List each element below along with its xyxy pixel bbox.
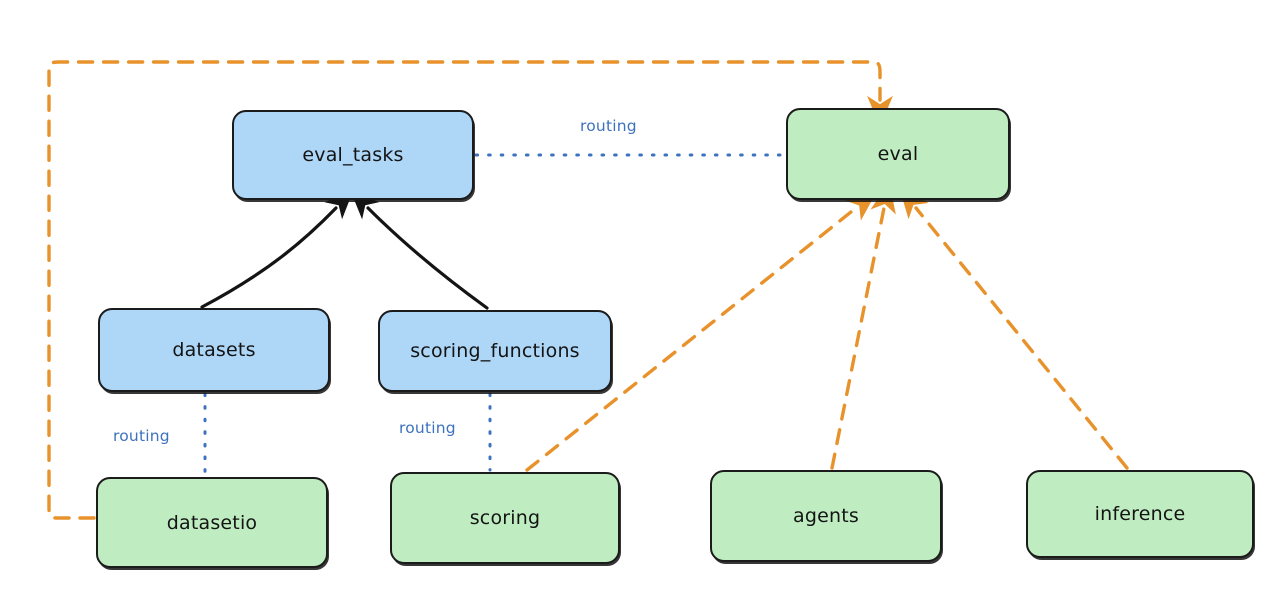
node-label: datasetio [166,511,258,534]
edge-scoring_functions-eval_tasks [350,190,489,310]
edge-agents-eval [830,181,896,470]
edge-label-routing-datasetio: routing [113,427,170,445]
node-scoring[interactable]: scoring [390,472,620,564]
node-label: agents [793,505,859,527]
node-scoring_functions[interactable]: scoring_functions [378,310,612,392]
node-label: eval [877,143,919,165]
node-eval[interactable]: eval [786,108,1010,200]
edge-datasets-eval_tasks [200,190,354,309]
node-label: eval_tasks [302,144,404,166]
node-label: inference [1094,503,1186,525]
node-label: datasets [172,339,256,361]
node-eval_tasks[interactable]: eval_tasks [232,110,474,200]
node-datasetio[interactable]: datasetio [96,477,328,568]
node-agents[interactable]: agents [710,470,942,562]
node-datasets[interactable]: datasets [98,308,330,392]
edge-scoring-eval [525,191,877,472]
node-inference[interactable]: inference [1026,470,1254,558]
node-label: scoring_functions [410,340,580,362]
node-label: scoring [469,507,541,529]
edge-label-routing-scoring: routing [399,419,456,437]
edge-label-routing-eval: routing [580,117,637,135]
edge-datasetio-eval [47,60,893,520]
edge-inference-eval [899,187,1129,470]
